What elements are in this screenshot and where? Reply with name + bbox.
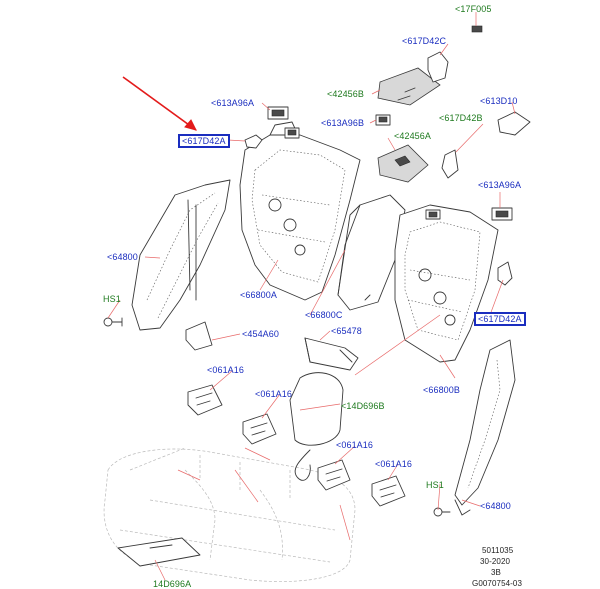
label-66800b: <66800B bbox=[423, 385, 460, 395]
headrest-guide-right bbox=[425, 207, 513, 221]
center-armrest bbox=[337, 194, 406, 311]
leader-lines bbox=[107, 12, 516, 581]
cap-613d10 bbox=[497, 111, 531, 136]
footer-line-4: G0070754-03 bbox=[472, 579, 523, 588]
label-617d42b: <617D42B bbox=[439, 113, 483, 123]
label-613a96a-right: <613A96A bbox=[478, 180, 522, 190]
label-617d42a-right: <617D42A bbox=[474, 312, 526, 326]
label-061a16-a: <061A16 bbox=[207, 365, 244, 375]
footer-line-1: 5011035 bbox=[482, 546, 514, 555]
label-14d696a: 14D696A bbox=[153, 579, 192, 589]
label-613a96b: <613A96B bbox=[321, 118, 365, 128]
label-hs1-left: HS1 bbox=[103, 294, 121, 304]
label-454a60: <454A60 bbox=[242, 329, 279, 339]
footer-line-3: 3B bbox=[491, 568, 501, 577]
hinge-617d42c bbox=[427, 25, 483, 83]
bracket-42456b bbox=[377, 67, 441, 106]
label-42456a: <42456A bbox=[394, 131, 431, 141]
label-65478: <65478 bbox=[331, 326, 362, 336]
seat-cushion-ghost bbox=[103, 447, 356, 582]
left-side-bolster bbox=[131, 179, 231, 331]
label-613a96a-top: <613A96A bbox=[211, 98, 255, 108]
label-14d696b: <14D696B bbox=[341, 401, 385, 411]
label-hs1-right: HS1 bbox=[426, 480, 444, 490]
mat-14d696b bbox=[289, 372, 344, 481]
label-617d42c: <617D42C bbox=[402, 36, 447, 46]
bracket-42456a bbox=[377, 144, 429, 183]
hs1-clip-right bbox=[433, 507, 451, 517]
bracket-061a16-b bbox=[242, 413, 277, 445]
label-66800c: <66800C bbox=[305, 310, 343, 320]
label-64800-left: <64800 bbox=[107, 252, 138, 262]
armrest-module bbox=[304, 337, 359, 371]
left-seat-back bbox=[239, 121, 361, 301]
headrest-guide-613a96b bbox=[375, 114, 391, 126]
bracket-061a16-c bbox=[317, 459, 351, 491]
label-061a16-d: <061A16 bbox=[375, 459, 412, 469]
footer-line-2: 30-2020 bbox=[480, 557, 511, 566]
pointer-arrow bbox=[122, 76, 197, 131]
mat-14d696a bbox=[117, 537, 201, 567]
bracket-617d42a-left bbox=[244, 134, 263, 149]
label-64800-right: <64800 bbox=[480, 501, 511, 511]
hs1-clip-left bbox=[103, 317, 123, 327]
label-66800a: <66800A bbox=[240, 290, 277, 300]
label-17f005: <17F005 bbox=[455, 4, 492, 14]
label-061a16-c: <061A16 bbox=[336, 440, 373, 450]
bracket-061a16-d bbox=[371, 475, 406, 507]
bracket-617d42b bbox=[441, 149, 459, 179]
headrest-guide-left bbox=[267, 106, 300, 139]
bracket-617d42a-right bbox=[497, 261, 513, 286]
trim-454a60 bbox=[185, 321, 213, 351]
label-42456b: <42456B bbox=[327, 89, 364, 99]
label-061a16-b: <061A16 bbox=[255, 389, 292, 399]
label-613d10: <613D10 bbox=[480, 96, 518, 106]
right-side-bolster bbox=[454, 339, 516, 516]
label-617d42a-left: <617D42A bbox=[178, 134, 230, 148]
right-seat-back bbox=[394, 204, 499, 363]
bracket-061a16-a bbox=[187, 384, 223, 416]
